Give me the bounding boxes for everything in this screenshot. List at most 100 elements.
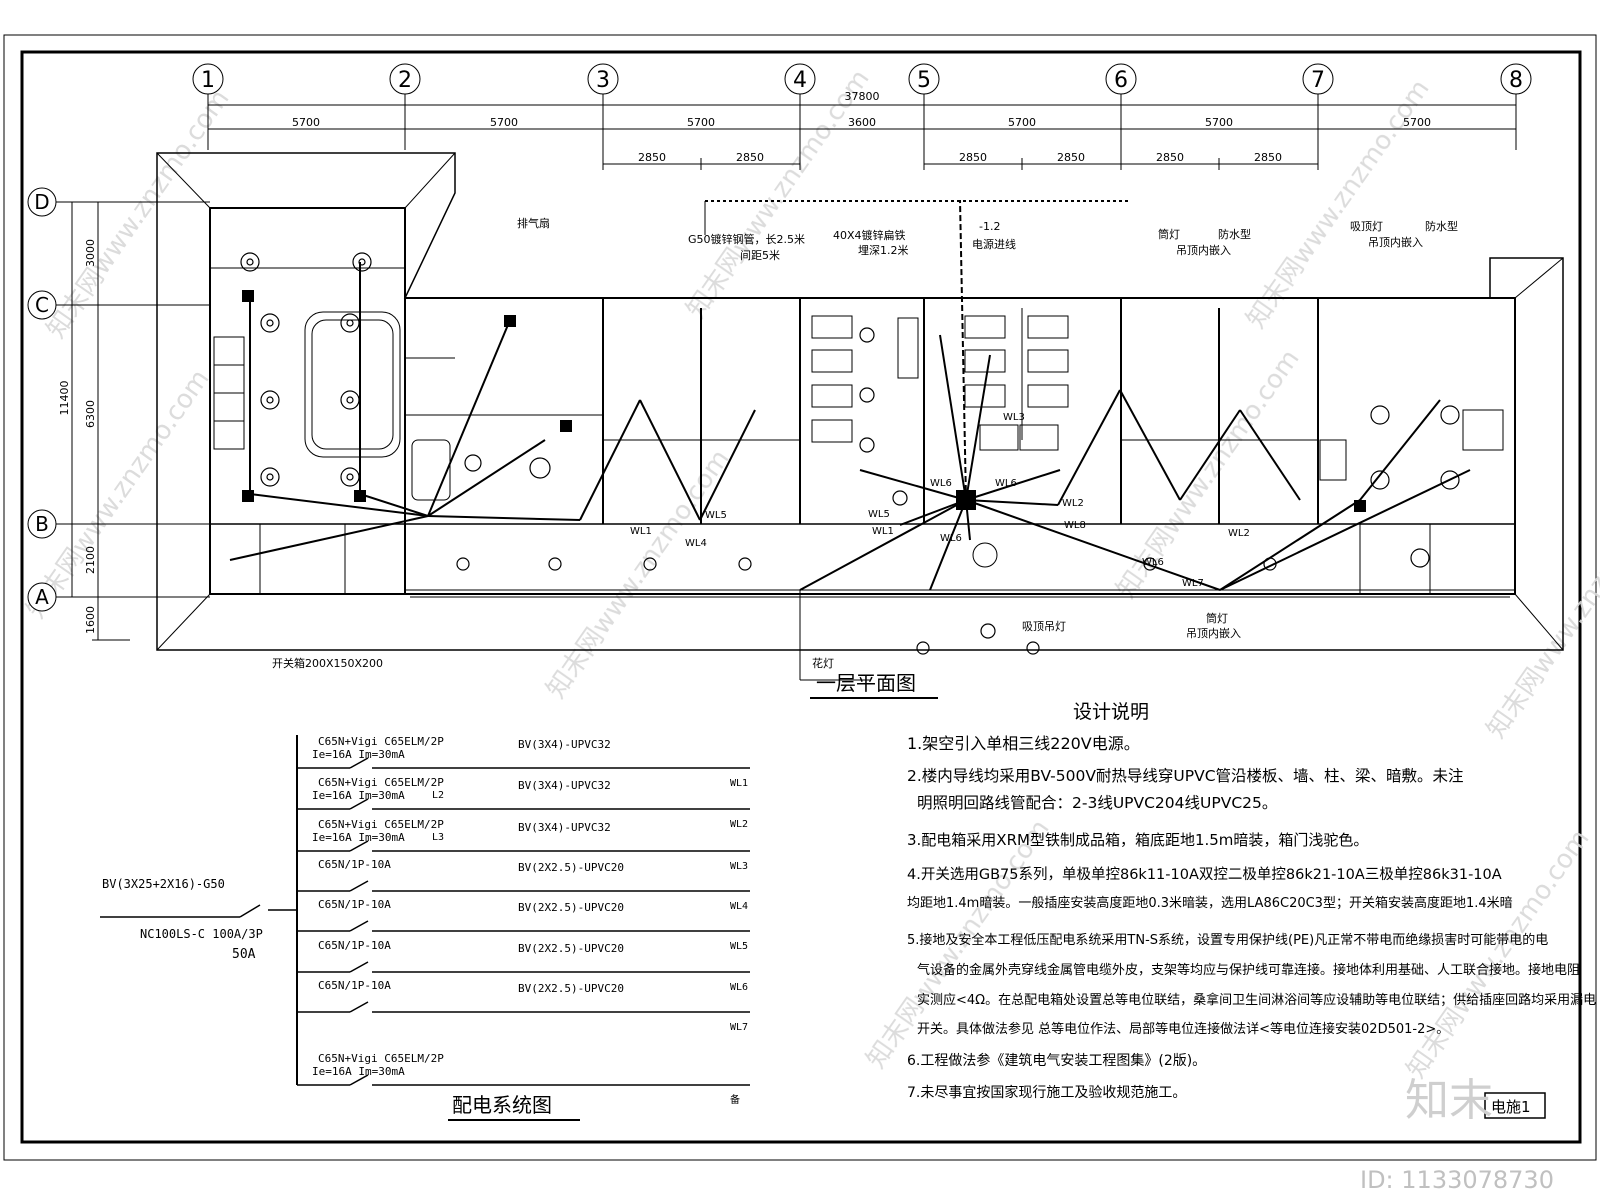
svg-text:4: 4 (793, 68, 807, 93)
svg-text:5700: 5700 (292, 116, 320, 129)
svg-text:-1.2: -1.2 (979, 220, 1000, 233)
rating-label: Ie=16A Im=30mA (312, 1065, 405, 1078)
note-line: 开关。具体做法参见 总等电位作法、局部等电位连接做法详<等电位连接安装02D50… (917, 1021, 1449, 1037)
axis-4: 4 (784, 63, 816, 95)
svg-text:WL3: WL3 (1003, 412, 1025, 423)
svg-text:BV(3X25+2X16)-G50: BV(3X25+2X16)-G50 (102, 877, 225, 891)
svg-text:C: C (35, 293, 49, 317)
svg-text:5: 5 (917, 68, 931, 93)
lamp-icon (1026, 641, 1040, 655)
building (156, 152, 1564, 651)
svg-text:间距5米: 间距5米 (740, 249, 780, 262)
lamp-icon (1440, 470, 1460, 490)
rating-label: Ie=16A Im=30mA (312, 789, 405, 802)
svg-text:50A: 50A (232, 947, 256, 962)
svg-text:筒灯: 筒灯 (1158, 227, 1180, 241)
svg-text:3: 3 (596, 68, 610, 93)
svg-text:吸顶灯: 吸顶灯 (1350, 220, 1383, 233)
svg-text:ID: 1133078730: ID: 1133078730 (1360, 1166, 1554, 1194)
top-dimensions (207, 94, 1517, 170)
svg-text:防水型: 防水型 (1218, 227, 1251, 241)
svg-text:埋深1.2米: 埋深1.2米 (858, 244, 909, 257)
svg-text:2850: 2850 (1254, 151, 1282, 164)
svg-text:吊顶内嵌入: 吊顶内嵌入 (1176, 243, 1231, 257)
svg-text:5700: 5700 (687, 116, 715, 129)
svg-text:5700: 5700 (1008, 116, 1036, 129)
lamp-icon (456, 557, 470, 571)
svg-text:一层平面图: 一层平面图 (816, 671, 916, 695)
svg-text:WL6: WL6 (1142, 557, 1164, 568)
svg-text:设计说明: 设计说明 (1073, 701, 1149, 723)
outer-frame (3, 34, 1597, 1161)
breaker-label: C65N+Vigi C65ELM/2P (318, 1052, 444, 1065)
svg-text:2850: 2850 (1057, 151, 1085, 164)
circuit-labels: WL1 WL4 WL5 WL1 WL5 WL6 WL6 WL6 WL3 WL2 … (630, 412, 1250, 589)
lamp-icon (464, 454, 482, 472)
svg-text:知末网www.znzmo.com: 知末网www.znzmo.com (21, 364, 215, 624)
svg-text:D: D (34, 190, 49, 214)
circuit-id: WL6 (730, 982, 748, 993)
breaker-label: C65N+Vigi C65ELM/2P (318, 776, 444, 789)
svg-text:WL2: WL2 (1228, 528, 1250, 539)
axis-3: 3 (587, 63, 619, 95)
svg-text:2: 2 (398, 68, 412, 93)
branch-circuit: C65N/1P-10A BV(2X2.5)-UPVC20 WL5 (297, 898, 750, 952)
lamp-icon (980, 623, 996, 639)
axis-5: 5 (908, 63, 940, 95)
column-axes: 1 2 3 4 5 6 7 8 (192, 63, 1532, 95)
note-line: 2.楼内导线均采用BV-500V耐热导线穿UPVC管沿楼板、墙、柱、梁、暗敷。未… (907, 766, 1464, 785)
plan-labels: 排气扇 G50镀锌钢管，长2.5米 间距5米 40X4镀锌扁铁 埋深1.2米 -… (272, 216, 1458, 670)
circuit-id: WL5 (730, 941, 748, 952)
axis-8: 8 (1500, 63, 1532, 95)
note-line: 3.配电箱采用XRM型铁制成品箱，箱底距地1.5m暗装，箱门浅驼色。 (907, 831, 1368, 849)
svg-text:筒灯: 筒灯 (1206, 611, 1228, 625)
lamp-icon (260, 467, 280, 487)
cable-label: BV(3X4)-UPVC32 (518, 779, 611, 792)
cable-label: BV(3X4)-UPVC32 (518, 821, 611, 834)
axis-A: A (27, 582, 57, 612)
breaker-label: C65N/1P-10A (318, 898, 391, 911)
roof-outline (156, 152, 1564, 651)
svg-text:A: A (35, 585, 49, 609)
svg-text:电源进线: 电源进线 (972, 237, 1016, 251)
svg-text:WL1: WL1 (872, 526, 894, 537)
wiring (229, 199, 1471, 681)
cable-label: BV(2X2.5)-UPVC20 (518, 942, 624, 955)
note-line: 4.开关选用GB75系列，单极单控86k11-10A双控二极单控86k21-10… (907, 866, 1502, 883)
axis-C: C (27, 290, 57, 320)
svg-text:花灯: 花灯 (812, 657, 834, 670)
svg-text:WL5: WL5 (868, 509, 890, 520)
lamp-icon (1263, 557, 1277, 571)
svg-text:3000: 3000 (84, 239, 97, 267)
note-line: 实测应<4Ω。在总配电箱处设置总等电位联结，桑拿间卫生间淋浴间等应设辅助等电位联… (917, 992, 1596, 1008)
note-line: 均距地1.4m暗装。一般插座安装高度距地0.3米暗装，选用LA86C20C3型；… (907, 895, 1513, 911)
design-notes: 设计说明 1.架空引入单相三线220V电源。2.楼内导线均采用BV-500V耐热… (907, 701, 1596, 1101)
lamp-icon (859, 327, 875, 343)
lamp-icon (738, 557, 752, 571)
note-lines: 1.架空引入单相三线220V电源。2.楼内导线均采用BV-500V耐热导线穿UP… (907, 734, 1596, 1101)
svg-text:6300: 6300 (84, 400, 97, 428)
breaker-label: C65N/1P-10A (318, 858, 391, 871)
circuit-id: WL1 (730, 778, 748, 789)
note-line: 明照明回路线管配合：2-3线UPVC204线UPVC25。 (917, 794, 1277, 812)
svg-text:3600: 3600 (848, 116, 876, 129)
svg-text:知末网www.znzmo.com: 知末网www.znzmo.com (1401, 824, 1595, 1084)
svg-text:吸顶吊灯: 吸顶吊灯 (1022, 620, 1066, 633)
cable-label: BV(2X2.5)-UPVC20 (518, 982, 624, 995)
axis-D: D (27, 187, 57, 217)
lamp-icon (340, 313, 360, 333)
lamp-icon (859, 437, 875, 453)
exterior-wall (209, 207, 406, 595)
svg-text:7: 7 (1311, 68, 1325, 93)
plan-title: 一层平面图 (810, 671, 938, 699)
cable-label: BV(3X4)-UPVC32 (518, 738, 611, 751)
note-line: 气设备的金属外壳穿线金属管电缆外皮，支架等均应与保护线可靠连接。接地体利用基础、… (917, 962, 1580, 978)
svg-text:G50镀锌钢管，长2.5米: G50镀锌钢管，长2.5米 (688, 232, 805, 246)
exterior-wall-main (404, 297, 1516, 595)
